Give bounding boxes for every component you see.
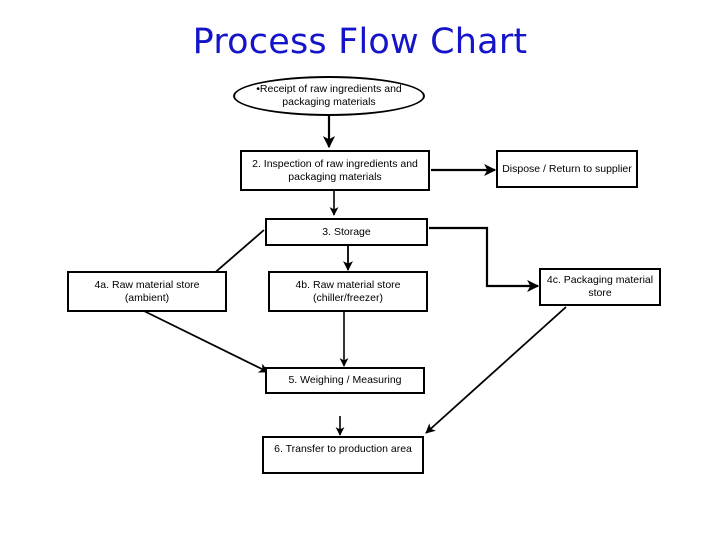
edge-step4c-to-step6 (425, 306, 567, 434)
node-step3-label: 3. Storage (322, 225, 371, 238)
node-dispose-label: Dispose / Return to supplier (502, 162, 632, 175)
node-step4a-label: 4a. Raw material store (ambient) (94, 278, 200, 304)
node-step4b-label: 4b. Raw material store (chiller/freezer) (295, 278, 401, 304)
edge-step3-to-step4c (429, 226, 540, 293)
node-start[interactable]: •Receipt of raw ingredients and packagin… (233, 76, 425, 116)
node-step6[interactable]: 6. Transfer to production area (262, 436, 424, 474)
node-step3[interactable]: 3. Storage (265, 218, 428, 246)
node-step4a[interactable]: 4a. Raw material store (ambient) (67, 271, 227, 312)
node-start-label: •Receipt of raw ingredients and packagin… (256, 83, 402, 108)
node-step4c-label: 4c. Packaging material store (546, 274, 654, 299)
edge-step4a-to-step5 (143, 310, 269, 373)
node-step6-label: 6. Transfer to production area (274, 443, 412, 455)
node-step5-label: 5. Weighing / Measuring (288, 374, 402, 386)
node-step2-label: 2. Inspection of raw ingredients and pac… (252, 157, 418, 183)
node-step4c[interactable]: 4c. Packaging material store (539, 268, 661, 306)
node-dispose[interactable]: Dispose / Return to supplier (496, 150, 638, 188)
page-title: Process Flow Chart (192, 22, 528, 62)
node-step5[interactable]: 5. Weighing / Measuring (265, 367, 425, 394)
node-step2[interactable]: 2. Inspection of raw ingredients and pac… (240, 150, 430, 191)
node-step4b[interactable]: 4b. Raw material store (chiller/freezer) (268, 271, 428, 312)
